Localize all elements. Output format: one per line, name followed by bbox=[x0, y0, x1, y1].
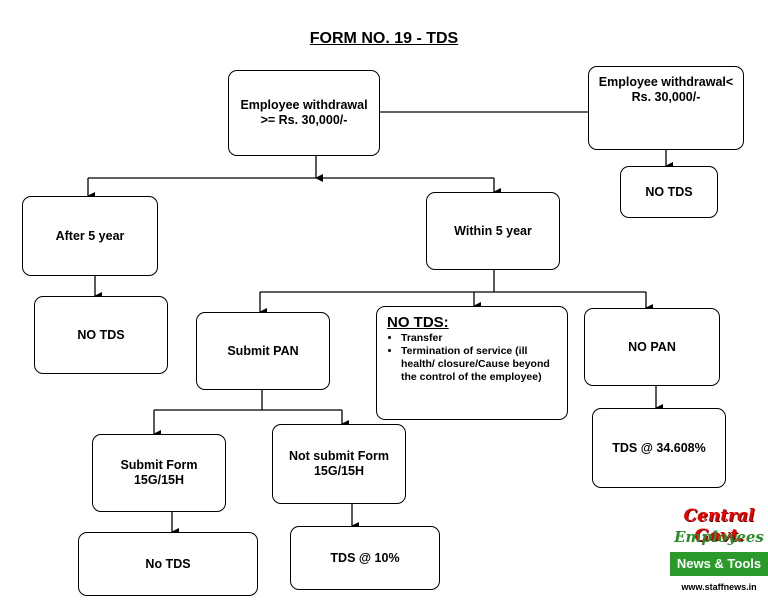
logo-line-1: Central Govt. bbox=[683, 506, 755, 546]
node-no-tds-conditions: NO TDS: Transfer Termination of service … bbox=[376, 306, 568, 420]
node-submit-form: Submit Form 15G/15H bbox=[92, 434, 226, 512]
node-not-submit-form: Not submit Form 15G/15H bbox=[272, 424, 406, 504]
node-no-pan: NO PAN bbox=[584, 308, 720, 386]
node-no-tds-left: NO TDS bbox=[34, 296, 168, 374]
logo-line-2: Employees bbox=[674, 528, 764, 546]
no-tds-item: Termination of service (ill health/ clos… bbox=[401, 345, 557, 384]
site-logo: Central Govt. Employees News & Tools www… bbox=[670, 506, 768, 604]
logo-url: www.staffnews.in bbox=[681, 582, 757, 592]
node-withdrawal-ge: Employee withdrawal >= Rs. 30,000/- bbox=[228, 70, 380, 156]
node-within-5-year: Within 5 year bbox=[426, 192, 560, 270]
node-tds-34608: TDS @ 34.608% bbox=[592, 408, 726, 488]
node-after-5-year: After 5 year bbox=[22, 196, 158, 276]
page-title: FORM NO. 19 - TDS bbox=[309, 30, 459, 47]
node-no-tds-bottom: No TDS bbox=[78, 532, 258, 596]
logo-line-3: News & Tools bbox=[670, 552, 768, 576]
no-tds-list: Transfer Termination of service (ill hea… bbox=[387, 332, 557, 384]
node-submit-pan: Submit PAN bbox=[196, 312, 330, 390]
node-tds-10: TDS @ 10% bbox=[290, 526, 440, 590]
node-no-tds-right: NO TDS bbox=[620, 166, 718, 218]
node-withdrawal-lt: Employee withdrawal< Rs. 30,000/- bbox=[588, 66, 744, 150]
no-tds-heading: NO TDS: bbox=[387, 314, 449, 331]
no-tds-item: Transfer bbox=[401, 332, 557, 345]
